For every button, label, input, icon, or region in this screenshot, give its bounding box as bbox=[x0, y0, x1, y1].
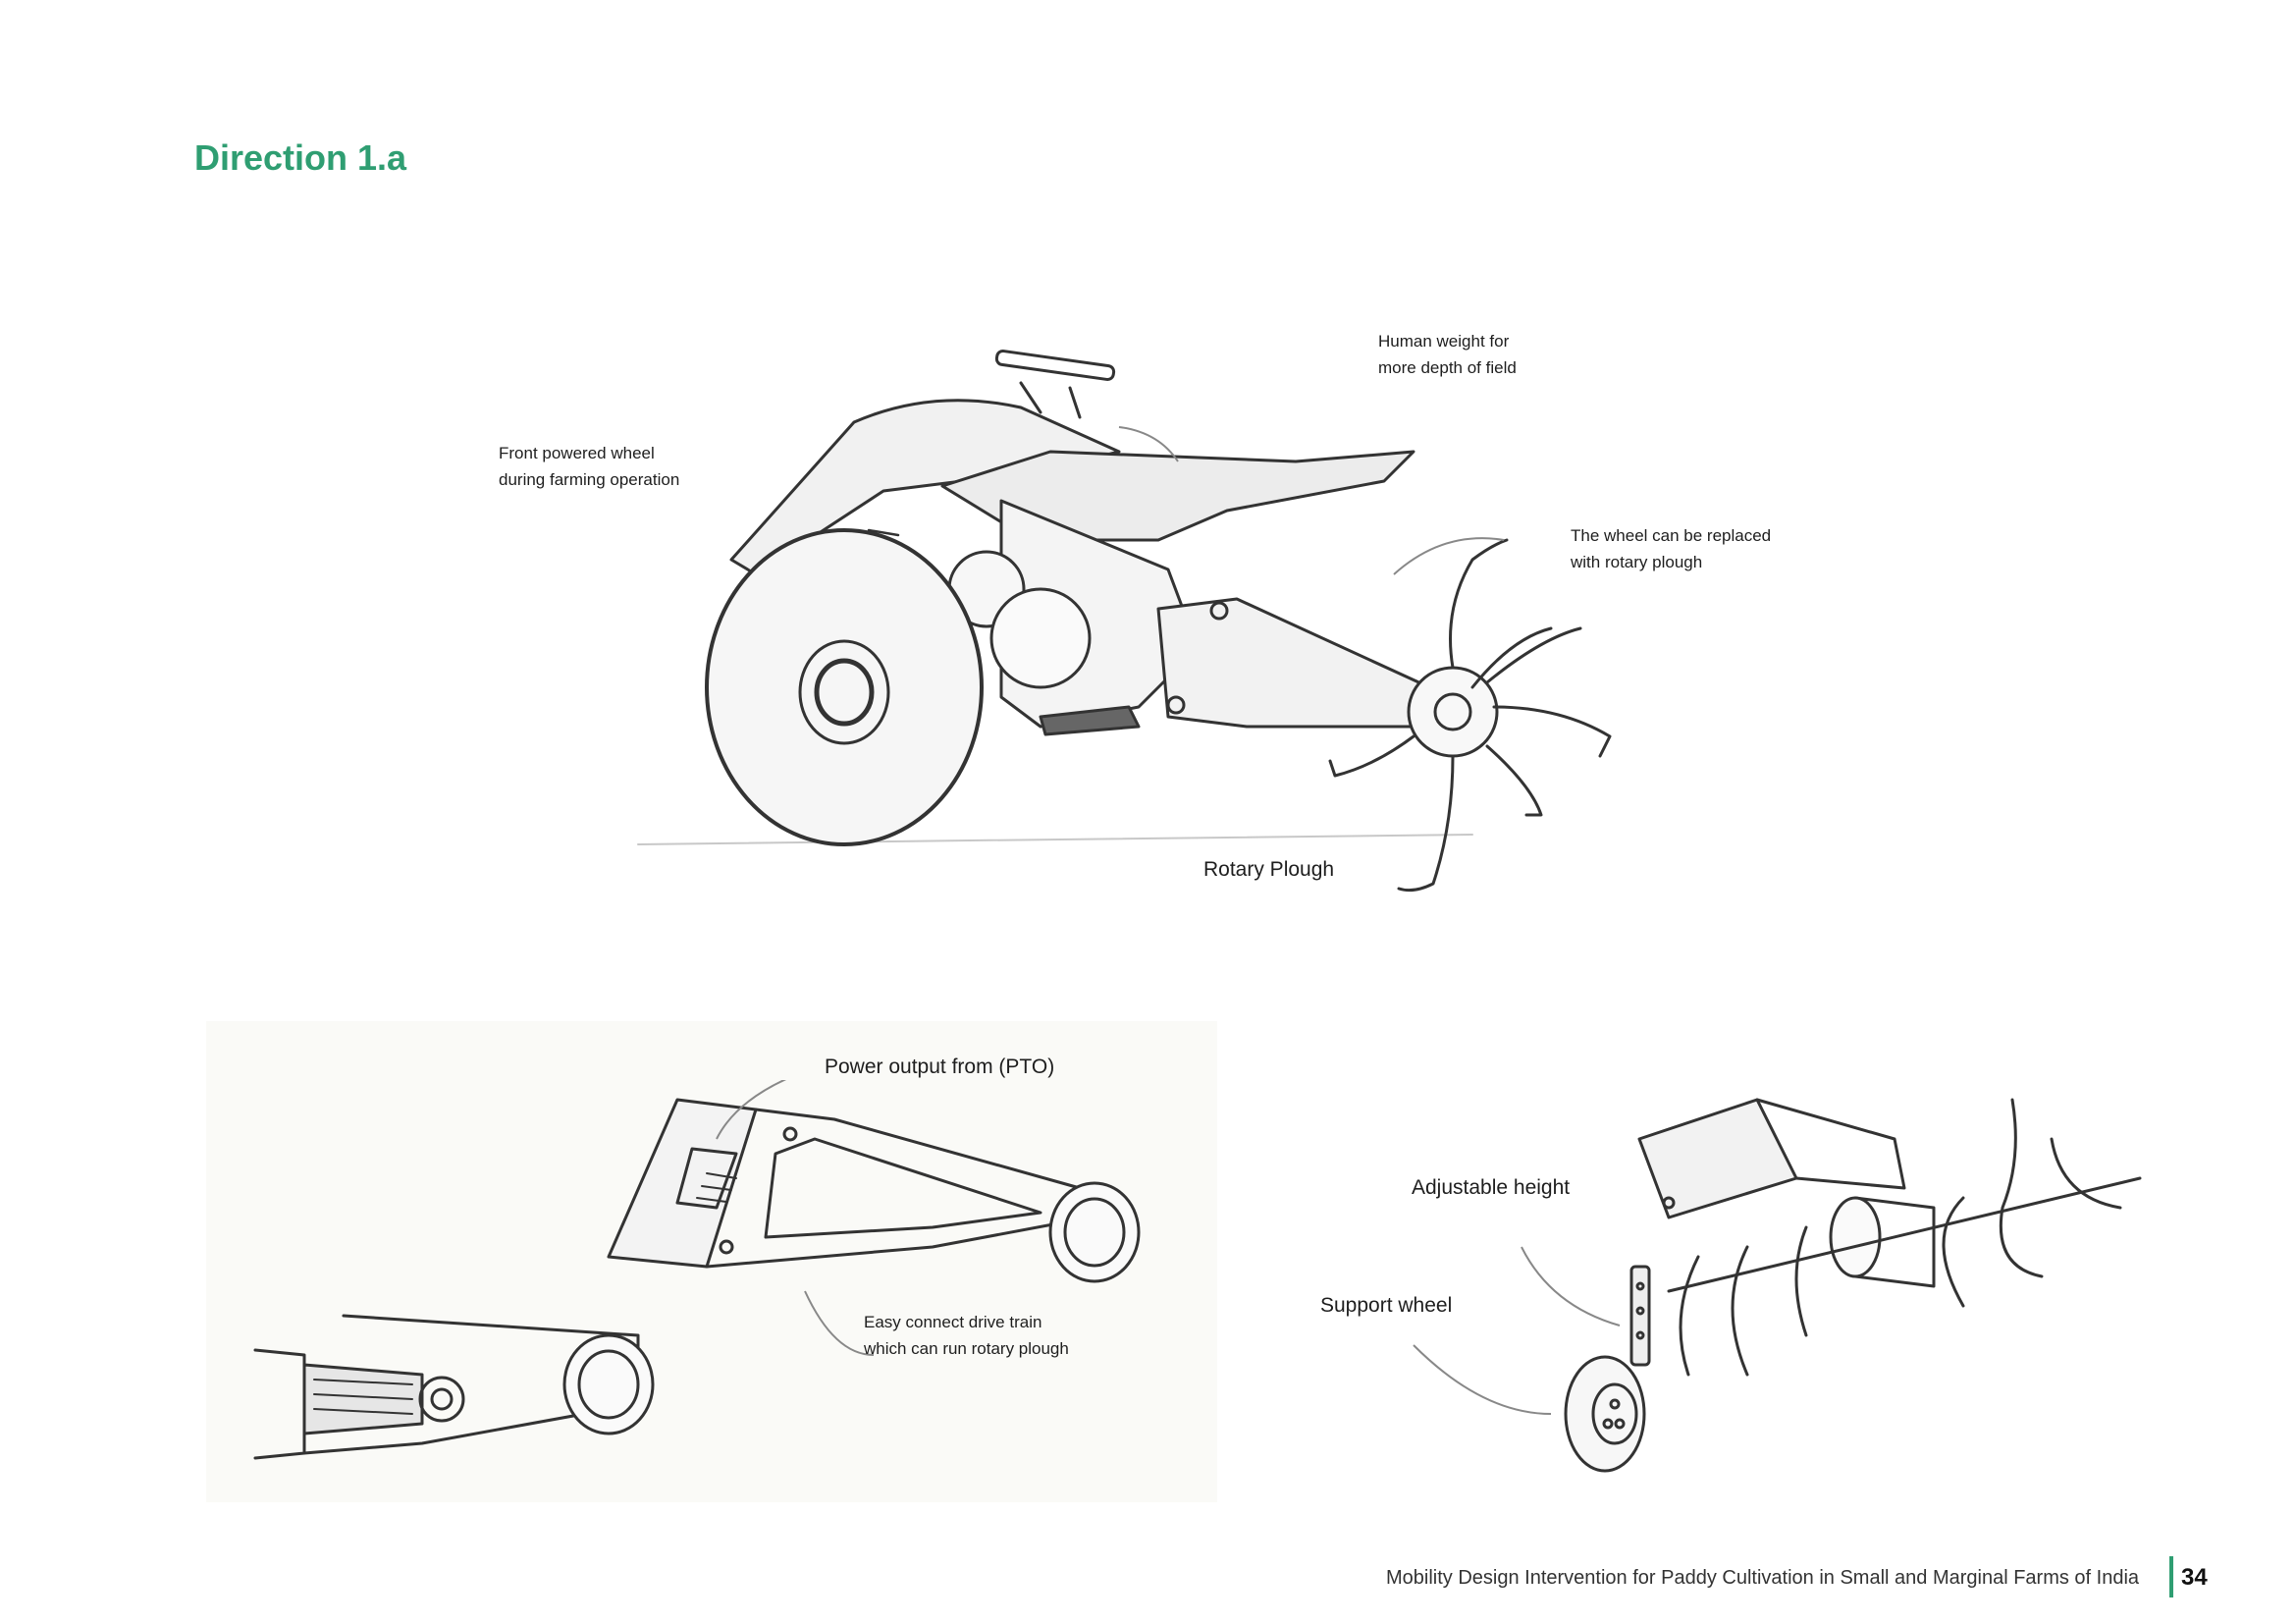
rotary-plough-label: Rotary Plough bbox=[1203, 858, 1335, 881]
support-wheel-label: Support wheel bbox=[1320, 1294, 1453, 1317]
easy-connect-annotation: Easy connect drive train which can run r… bbox=[864, 1309, 1069, 1362]
human-weight-text-1: Human weight for bbox=[1378, 332, 1510, 351]
wheel-replaced-annotation: The wheel can be replaced with rotary pl… bbox=[1571, 522, 1771, 575]
adjustable-height-label: Adjustable height bbox=[1412, 1176, 1571, 1199]
human-weight-annotation: Human weight for more depth of field bbox=[1378, 328, 1517, 381]
front-wheel-text-1: Front powered wheel bbox=[499, 444, 655, 462]
wheel-replaced-text-1: The wheel can be replaced bbox=[1571, 526, 1772, 545]
front-wheel-annotation: Front powered wheel during farming opera… bbox=[499, 440, 679, 493]
page-number: 34 bbox=[2181, 1564, 2208, 1591]
vehicle-sketch bbox=[637, 349, 1612, 893]
footer-text: Mobility Design Intervention for Paddy C… bbox=[1386, 1567, 2140, 1589]
front-wheel-text-2: during farming operation bbox=[499, 470, 680, 489]
pto-label: Power output from (PTO) bbox=[825, 1056, 1055, 1078]
easy-connect-text-1: Easy connect drive train bbox=[864, 1313, 1042, 1331]
easy-connect-text-2: which can run rotary plough bbox=[864, 1339, 1069, 1358]
wheel-replaced-text-2: with rotary plough bbox=[1571, 553, 1703, 571]
page-number-divider bbox=[2169, 1556, 2173, 1597]
human-weight-text-2: more depth of field bbox=[1378, 358, 1517, 377]
pto-sketch bbox=[253, 1080, 1141, 1460]
page-title: Direction 1.a bbox=[194, 137, 407, 178]
plough-wheel-sketch bbox=[1413, 1098, 2142, 1473]
